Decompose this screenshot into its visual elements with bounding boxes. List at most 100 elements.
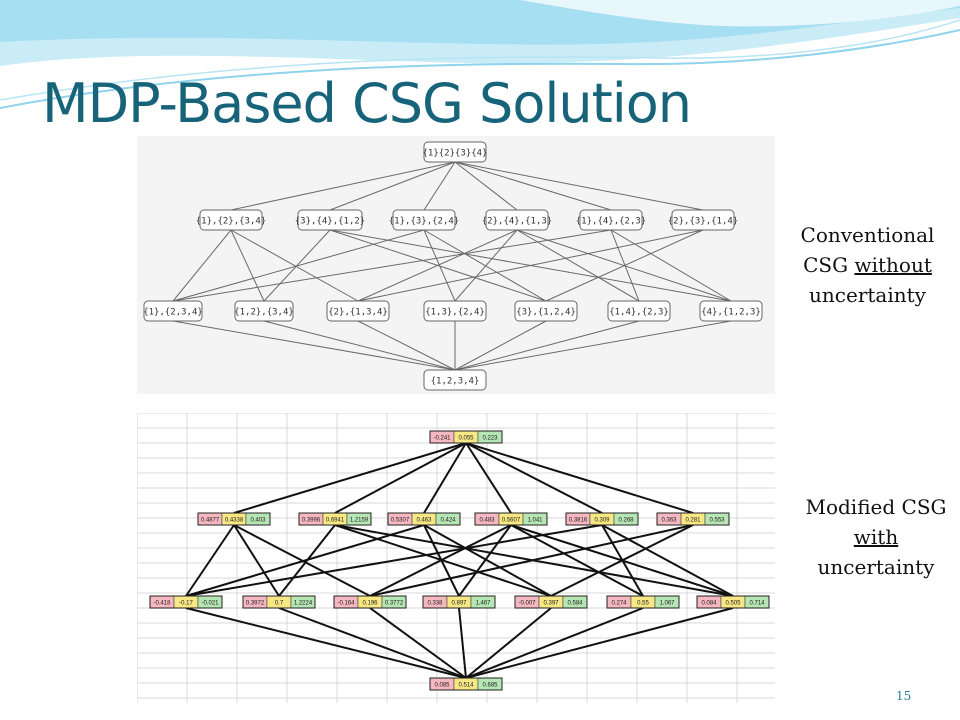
partition-label: {1}{2}{3}{4} <box>422 149 487 159</box>
diagram-edge <box>172 229 425 302</box>
diagram-edge <box>172 229 232 302</box>
diagram-edge <box>465 442 694 514</box>
partition-label: {1},{3},{2,4} <box>389 217 459 227</box>
diagram-edge <box>423 229 547 302</box>
node-value: 0.196 <box>362 601 378 607</box>
uncertainty-node: 0.4877 0.4338 0.403 <box>197 512 271 526</box>
diagram-edge <box>423 524 552 597</box>
partition-node: {1,2,3,4} <box>423 369 487 391</box>
diagram-edge <box>465 442 512 514</box>
node-value: 0.7 <box>275 601 284 607</box>
slide-title: MDP-Based CSG Solution <box>42 72 692 135</box>
partition-node: {2},{3},{1,4} <box>668 209 738 231</box>
node-value: 0.084 <box>701 601 717 607</box>
partition-label: {3},{4},{1,2} <box>295 217 365 227</box>
node-value: 0.223 <box>482 436 498 442</box>
diagram-edge <box>230 161 456 211</box>
partition-label: {2},{4},{1,3} <box>482 217 552 227</box>
diagram-edge <box>329 229 547 302</box>
edges <box>172 161 732 371</box>
node-value: 0.714 <box>749 601 765 607</box>
node-value: 1.067 <box>659 601 675 607</box>
diagram-edge <box>465 607 644 679</box>
caption-conventional: Conventional CSG without uncertainty <box>780 220 955 310</box>
diagram-edge <box>230 229 265 302</box>
spreadsheet-grid <box>137 413 775 703</box>
partition-label: {4},{1,2,3} <box>701 308 761 318</box>
node-value: 0.514 <box>458 683 474 689</box>
caption-line: CSG without <box>780 250 955 280</box>
diagram-edge <box>516 229 640 302</box>
diagram-edge <box>454 320 547 371</box>
node-value: 0.3972 <box>246 601 265 607</box>
partition-node: {1}{2}{3}{4} <box>422 141 488 163</box>
partition-label: {1,2},{3,4} <box>234 308 294 318</box>
partition-label: {1},{2},{3,4} <box>196 217 266 227</box>
header-wave-decoration <box>0 0 960 109</box>
partition-label: {1,4},{2,3} <box>609 308 669 318</box>
partition-label: {3},{1,2,4} <box>516 308 576 318</box>
node-value: -0.17 <box>179 601 193 607</box>
diagram-edge <box>454 320 732 371</box>
diagram-edge <box>334 524 734 597</box>
node-value: 0.281 <box>685 518 701 524</box>
diagram-edge <box>610 229 732 302</box>
node-value: 0.55 <box>637 601 649 607</box>
diagram-edge <box>458 607 467 679</box>
partition-node: {2},{4},{1,3} <box>482 209 552 231</box>
diagram-edge <box>454 161 612 211</box>
node-value: 0.505 <box>725 601 741 607</box>
diagram-edge <box>233 442 467 514</box>
diagram-edge <box>454 229 518 302</box>
partition-label: {2},{1,3,4} <box>328 308 388 318</box>
caption-line: with <box>792 522 960 552</box>
partition-node: {4},{1,2,3} <box>699 300 763 322</box>
node-value: 0.085 <box>434 683 450 689</box>
caption-emphasis: without <box>854 253 932 277</box>
node-value: 0.338 <box>427 601 443 607</box>
node-value: -0.241 <box>433 436 451 442</box>
node-value: -0.164 <box>337 601 355 607</box>
diagram-edge <box>172 320 456 371</box>
diagram-edge <box>357 320 456 371</box>
node-value: -0.418 <box>153 601 171 607</box>
node-value: 0.3772 <box>385 601 404 607</box>
diagram-edge <box>278 607 467 679</box>
caption-line: uncertainty <box>809 283 926 307</box>
node-value: 0.403 <box>250 518 266 524</box>
caption-line: Modified CSG <box>805 495 947 519</box>
diagram-edge <box>185 524 235 597</box>
node-value: 0.397 <box>543 601 559 607</box>
node-value: 0.897 <box>451 601 467 607</box>
node-value: 1.2224 <box>294 601 313 607</box>
caption-line: uncertainty <box>817 555 935 579</box>
partition-label: {1,3},{2,4} <box>425 308 485 318</box>
uncertainty-node: 0.3972 0.7 1.2224 <box>242 595 316 609</box>
partition-label: {1},{4},{2,3} <box>576 217 646 227</box>
node-value: 0.274 <box>611 601 627 607</box>
caption-modified: Modified CSG with uncertainty <box>792 492 960 582</box>
node-value: 0.4877 <box>201 518 220 524</box>
diagram-edge <box>465 607 552 679</box>
partition-node: {3},{4},{1,2} <box>295 209 365 231</box>
node-value: 0.4338 <box>225 518 244 524</box>
partition-node: {1,3},{2,4} <box>423 300 487 322</box>
diagram-edge <box>233 524 371 597</box>
conventional-csg-diagram: {1}{2}{3}{4} {1},{2},{3,4} {3},{4},{1,2} {1… <box>137 136 775 394</box>
nodes: {1}{2}{3}{4} {1},{2},{3,4} {3},{4},{1,2} {1… <box>143 141 763 391</box>
node-value: 0.6941 <box>326 518 345 524</box>
node-value: 0.685 <box>482 683 498 689</box>
uncertainty-node: -0.418-0.17-0.021 <box>149 595 223 609</box>
partition-node: {1,4},{2,3} <box>607 300 671 322</box>
diagram-edge <box>185 524 425 597</box>
diagram-edge <box>454 320 640 371</box>
diagram-background <box>137 136 775 394</box>
partition-node: {1},{3},{2,4} <box>389 209 459 231</box>
